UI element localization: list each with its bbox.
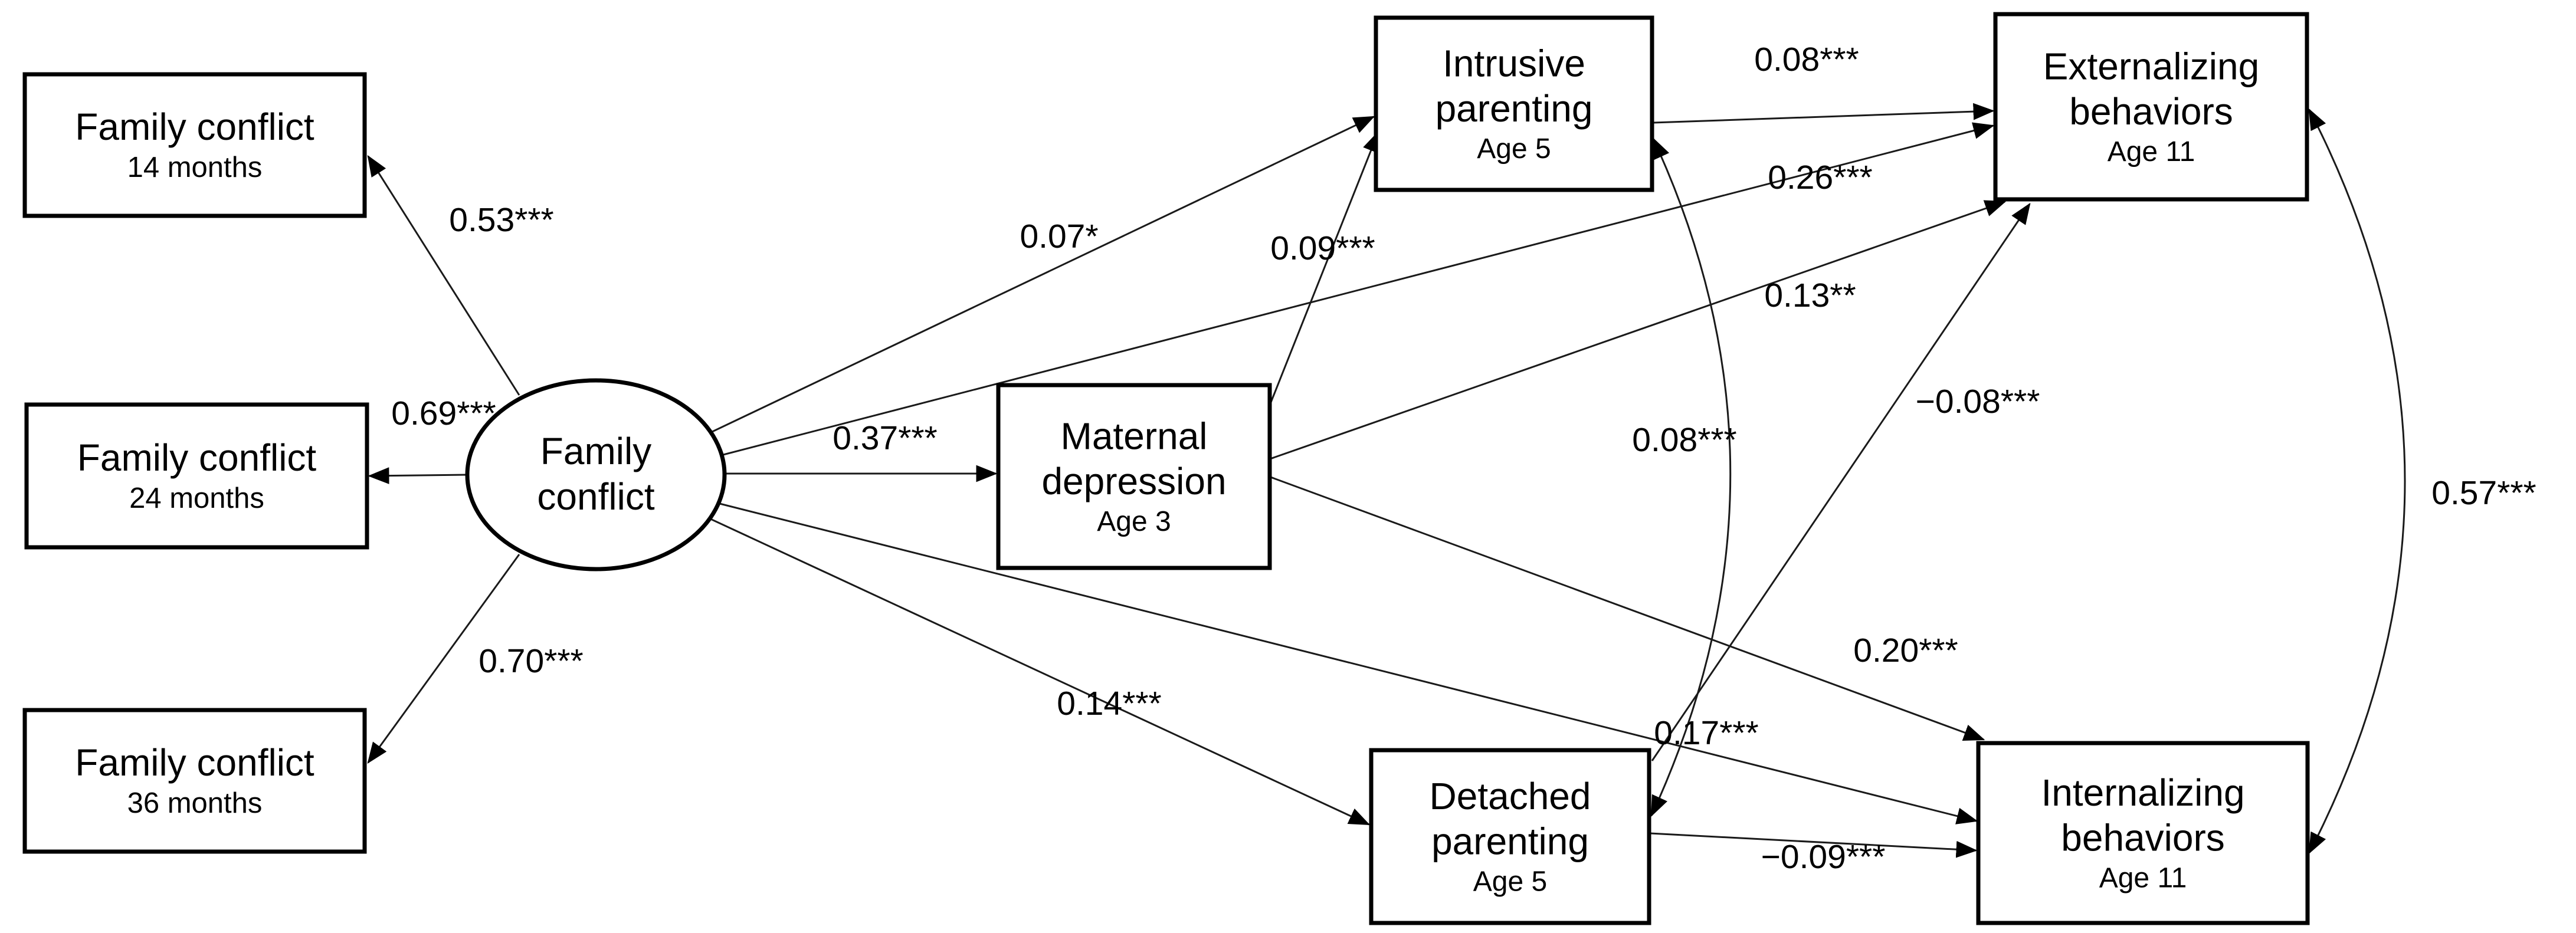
edge-md-int: [1244, 466, 1985, 741]
edge-fc-dp-coefficient: 0.14***: [1057, 685, 1162, 722]
node-fc24-label-line2: 24 months: [129, 482, 264, 514]
edge-fc-ext: [720, 122, 1995, 456]
edge-dp-int-coefficient: −0.09***: [1761, 838, 1886, 876]
edge-dp-ext-coefficient: −0.08***: [1916, 383, 2040, 420]
edge-load-fc24-coefficient: 0.69***: [391, 395, 496, 432]
internalizing-box: [1976, 741, 2310, 925]
family_conflict-ellipse: [465, 378, 727, 571]
node-externalizing-label-line2: behaviors: [2069, 90, 2233, 133]
node-maternal_depression-label-line3: Age 3: [1097, 506, 1171, 537]
node-externalizing-label-line3: Age 11: [2108, 136, 2195, 167]
edge-fc-ext-coefficient: 0.26***: [1768, 159, 1873, 196]
node-fc24-label-line1: Family conflict: [77, 436, 317, 479]
fc14-box: [22, 72, 367, 218]
edge-load-fc36: [367, 554, 520, 764]
edge-labels-layer: 0.53*** 0.69*** 0.70*** 0.37*** 0.07* 0.09***…: [391, 41, 2536, 876]
node-detached_parenting-label-line1: Detached: [1430, 775, 1591, 817]
node-internalizing-label-line2: behaviors: [2061, 817, 2225, 859]
node-fc36-label-line1: Family conflict: [75, 741, 314, 784]
node-intrusive_parenting-label-line2: parenting: [1436, 87, 1593, 130]
node-fc36-label-line2: 36 months: [127, 787, 263, 819]
edge-load-fc14-coefficient: 0.53***: [449, 201, 554, 239]
edge-fc-dp: [707, 517, 1371, 826]
edge-load-fc24: [368, 467, 468, 484]
edge-ext-int-cov-coefficient: 0.57***: [2431, 474, 2536, 512]
node-maternal_depression-label-line1: Maternal: [1061, 415, 1208, 457]
node-internalizing-label-line3: Age 11: [2099, 863, 2187, 894]
edge-md-ext: [1244, 200, 2007, 469]
node-family_conflict-label-line1: Family: [540, 430, 651, 472]
node-maternal_depression-label-line2: depression: [1041, 460, 1226, 502]
edge-fc-int: [715, 501, 1978, 824]
node-detached_parenting-label-line2: parenting: [1431, 820, 1589, 863]
edge-ip-ext-coefficient: 0.08***: [1754, 41, 1859, 78]
node-fc14: Family conflict 14 months: [22, 72, 367, 218]
node-fc14-label-line1: Family conflict: [75, 106, 314, 148]
edge-md-int-coefficient: 0.20***: [1853, 632, 1958, 669]
node-detached_parenting-label-line3: Age 5: [1473, 866, 1547, 898]
node-fc14-label-line2: 14 months: [127, 152, 263, 183]
edge-load-fc14: [367, 155, 520, 396]
edge-md-ext-coefficient: 0.13**: [1764, 277, 1856, 314]
edge-fc-int-coefficient: 0.17***: [1654, 714, 1759, 752]
edge-fc-md-coefficient: 0.37***: [833, 419, 938, 457]
maternal_depression-box: [996, 383, 1272, 570]
edge-dp-ext: [1651, 202, 2031, 761]
edge-md-ip-coefficient: 0.09***: [1270, 229, 1375, 267]
edge-ext-int-cov: [2308, 108, 2406, 855]
fc24-box: [24, 402, 369, 550]
detached_parenting-box: [1369, 748, 1651, 925]
edge-ip-dp-cov-coefficient: 0.08***: [1632, 421, 1737, 459]
edge-load-fc36-coefficient: 0.70***: [479, 642, 584, 680]
intrusive_parenting-box: [1374, 15, 1654, 192]
edge-ip-ext: [1653, 103, 1995, 124]
edge-ip-dp-cov: [1650, 137, 1732, 817]
fc36-box: [22, 708, 367, 854]
edge-dp-int: [1650, 832, 1978, 858]
node-family_conflict-label-line2: conflict: [537, 475, 654, 518]
node-intrusive_parenting-label-line1: Intrusive: [1443, 42, 1585, 84]
edge-fc-ip: [710, 116, 1375, 433]
edge-fc-ip-coefficient: 0.07*: [1020, 218, 1098, 255]
node-internalizing-label-line1: Internalizing: [2041, 771, 2244, 814]
node-externalizing-label-line1: Externalizing: [2043, 45, 2259, 87]
externalizing-box: [1993, 12, 2309, 202]
node-intrusive_parenting-label-line3: Age 5: [1477, 133, 1551, 165]
